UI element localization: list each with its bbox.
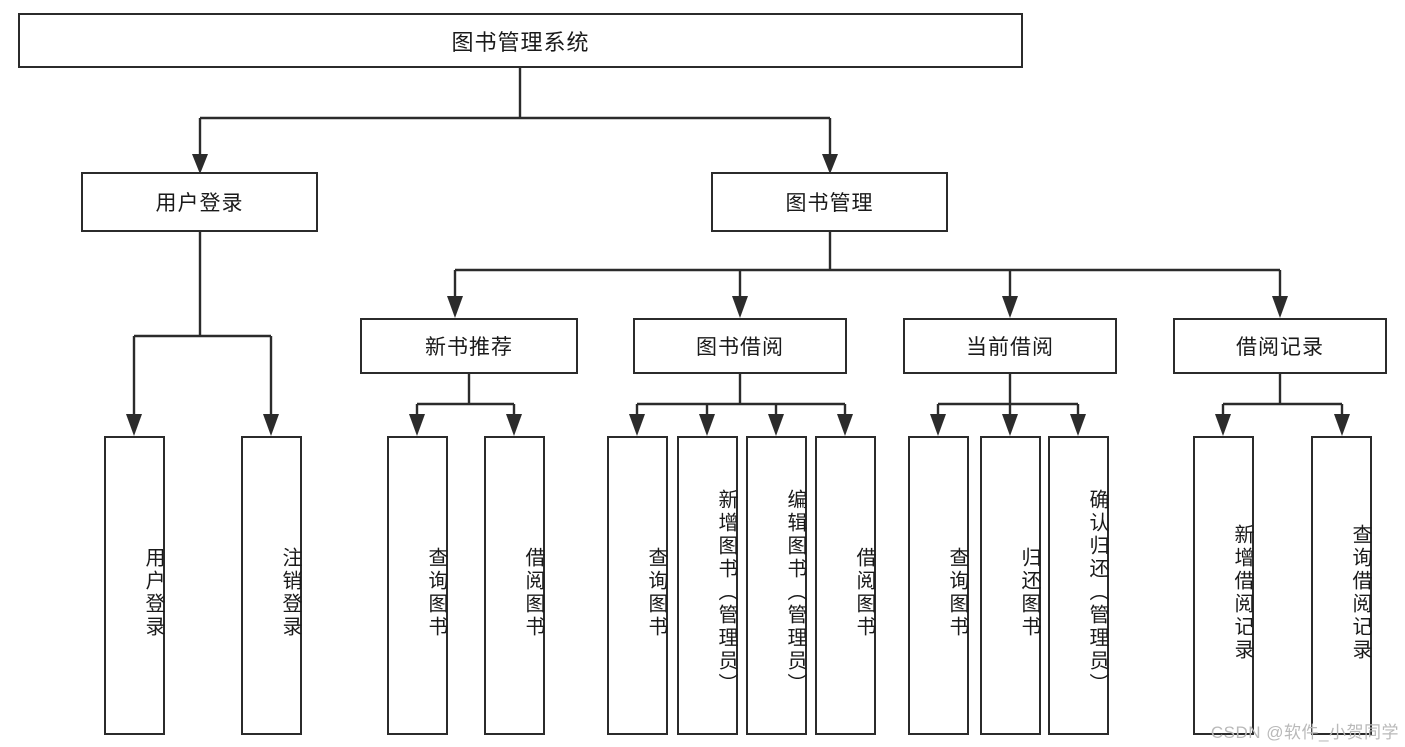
- node-label: 查询图书: [946, 546, 968, 639]
- node-label: 图书管理系统: [451, 29, 590, 55]
- node-label: 归还图书: [1018, 546, 1040, 639]
- node-root-system[interactable]: 图书管理系统: [18, 13, 1023, 68]
- leaf-edit-book-admin[interactable]: 编辑图书（管理员）: [746, 436, 807, 735]
- leaf-add-book-admin[interactable]: 新增图书（管理员）: [677, 436, 738, 735]
- leaf-return-book[interactable]: 归还图书: [980, 436, 1041, 735]
- node-current-borrow[interactable]: 当前借阅: [903, 318, 1117, 374]
- leaf-borrow-book[interactable]: 借阅图书: [815, 436, 876, 735]
- leaf-borrow-book-recommend[interactable]: 借阅图书: [484, 436, 545, 735]
- node-label: 借阅记录: [1236, 336, 1324, 359]
- node-label: 查询图书: [645, 546, 667, 639]
- leaf-query-book-current[interactable]: 查询图书: [908, 436, 969, 735]
- node-label: 图书借阅: [696, 336, 784, 359]
- leaf-query-book-recommend[interactable]: 查询图书: [387, 436, 448, 735]
- node-label: 图书管理: [785, 192, 874, 215]
- leaf-query-book-borrow[interactable]: 查询图书: [607, 436, 668, 735]
- node-label: 借阅图书: [522, 546, 544, 639]
- node-label: 借阅图书: [853, 546, 875, 639]
- node-new-book-recommendation[interactable]: 新书推荐: [360, 318, 578, 374]
- leaf-confirm-return-admin[interactable]: 确认归还（管理员）: [1048, 436, 1109, 735]
- leaf-user-login[interactable]: 用户登录: [104, 436, 165, 735]
- node-label: 当前借阅: [966, 336, 1054, 359]
- leaf-logout[interactable]: 注销登录: [241, 436, 302, 735]
- node-label: 新书推荐: [425, 336, 513, 359]
- node-label: 用户登录: [155, 192, 244, 215]
- leaf-add-borrow-record[interactable]: 新增借阅记录: [1193, 436, 1254, 735]
- node-book-management[interactable]: 图书管理: [711, 172, 948, 232]
- node-label: 注销登录: [279, 546, 301, 639]
- node-label: 新增图书（管理员）: [715, 489, 737, 696]
- node-borrow-record[interactable]: 借阅记录: [1173, 318, 1387, 374]
- node-user-login[interactable]: 用户登录: [81, 172, 318, 232]
- node-book-borrow[interactable]: 图书借阅: [633, 318, 847, 374]
- node-label: 编辑图书（管理员）: [784, 489, 806, 696]
- watermark: CSDN @软件_小贺同学: [1210, 723, 1399, 742]
- node-label: 用户登录: [142, 546, 164, 639]
- leaf-query-borrow-record[interactable]: 查询借阅记录: [1311, 436, 1372, 735]
- node-label: 确认归还（管理员）: [1086, 489, 1108, 696]
- node-label: 查询借阅记录: [1349, 523, 1371, 662]
- node-label: 新增借阅记录: [1231, 523, 1253, 662]
- node-label: 查询图书: [425, 546, 447, 639]
